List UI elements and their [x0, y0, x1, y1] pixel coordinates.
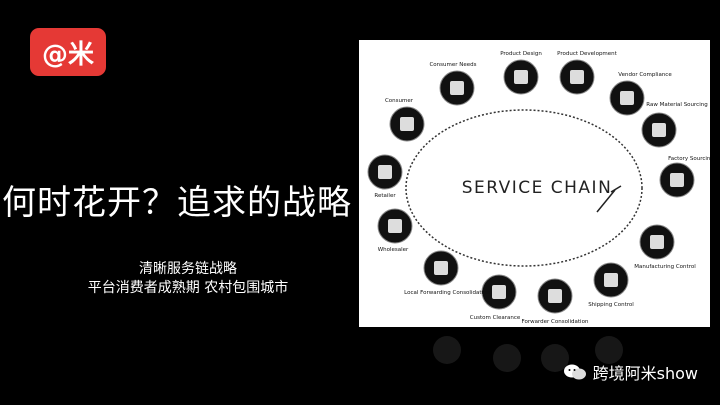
chain-node: Product Development: [557, 51, 618, 95]
box-icon-glyph: [570, 70, 584, 84]
stamp-icon-glyph: [492, 285, 506, 299]
chain-node-label: Consumer Needs: [429, 62, 476, 68]
globe-icon-glyph: [434, 261, 448, 275]
chain-node: Consumer: [385, 98, 425, 142]
page-title: 何时花开？追求的战略: [2, 183, 352, 223]
gift-bag-icon-glyph: [450, 81, 464, 95]
cotton-icon-glyph: [652, 123, 666, 137]
chain-node-label: Product Design: [500, 51, 542, 57]
service-chain-diagram: SERVICE CHAIN Product Design Product Deve…: [359, 40, 710, 327]
chain-node-label: Manufacturing Control: [634, 264, 696, 270]
chain-node-label: Wholesaler: [378, 247, 409, 253]
zipper-ring: [405, 109, 643, 267]
chain-node-label: Retailer: [374, 193, 396, 199]
chain-node: Local Forwarding Consolidation: [404, 250, 490, 296]
chain-node-label: Forwarder Consolidation: [522, 319, 589, 325]
chain-node: Vendor Compliance: [609, 72, 672, 116]
chain-node: Product Design: [500, 51, 542, 95]
chain-node-label: Shipping Control: [588, 302, 634, 308]
logo: @米: [30, 28, 106, 76]
truck-icon-glyph: [604, 273, 618, 287]
chain-node-label: Product Development: [557, 51, 618, 57]
bag-icon-glyph: [514, 70, 528, 84]
shopping-bag-icon-glyph: [400, 117, 414, 131]
wechat-icon: [563, 364, 586, 380]
factory-icon-glyph: [670, 173, 684, 187]
watermark-text: 跨境阿米show: [592, 364, 698, 383]
chain-node: Raw Material Sourcing: [641, 102, 708, 148]
magnifier-icon-glyph: [620, 91, 634, 105]
chain-node: Consumer Needs: [429, 62, 477, 106]
subtitle-line-2: 平台消费者成熟期 农村包围城市: [87, 280, 289, 296]
chain-node: Custom Clearance: [470, 274, 521, 321]
center-label: SERVICE CHAIN: [462, 178, 613, 198]
chain-node-label: Vendor Compliance: [618, 72, 672, 78]
chain-node: Factory Sourcing: [659, 156, 710, 198]
chain-node: Forwarder Consolidation: [522, 278, 589, 325]
watermark: 跨境阿米show: [563, 360, 698, 384]
chain-node-label: Consumer: [385, 98, 414, 104]
chain-node-label: Custom Clearance: [470, 315, 521, 321]
sewing-icon-glyph: [650, 235, 664, 249]
diagram-reflection: [359, 328, 710, 405]
chain-node-label: Factory Sourcing: [668, 156, 710, 162]
chain-node: Manufacturing Control: [634, 224, 696, 270]
subtitle-line-1: 清晰服务链战略: [139, 261, 237, 277]
chain-node: Shipping Control: [588, 262, 634, 308]
crate-icon-glyph: [388, 219, 402, 233]
pallet-icon-glyph: [548, 289, 562, 303]
chain-node-label: Raw Material Sourcing: [646, 102, 707, 108]
chain-node: Wholesaler: [377, 208, 413, 253]
chain-node-label: Local Forwarding Consolidation: [404, 290, 490, 296]
needle-icon: [596, 185, 622, 213]
cart-icon-glyph: [378, 165, 392, 179]
service-chain-svg: SERVICE CHAIN Product Design Product Deve…: [367, 51, 710, 325]
chain-node: Retailer: [367, 154, 403, 199]
